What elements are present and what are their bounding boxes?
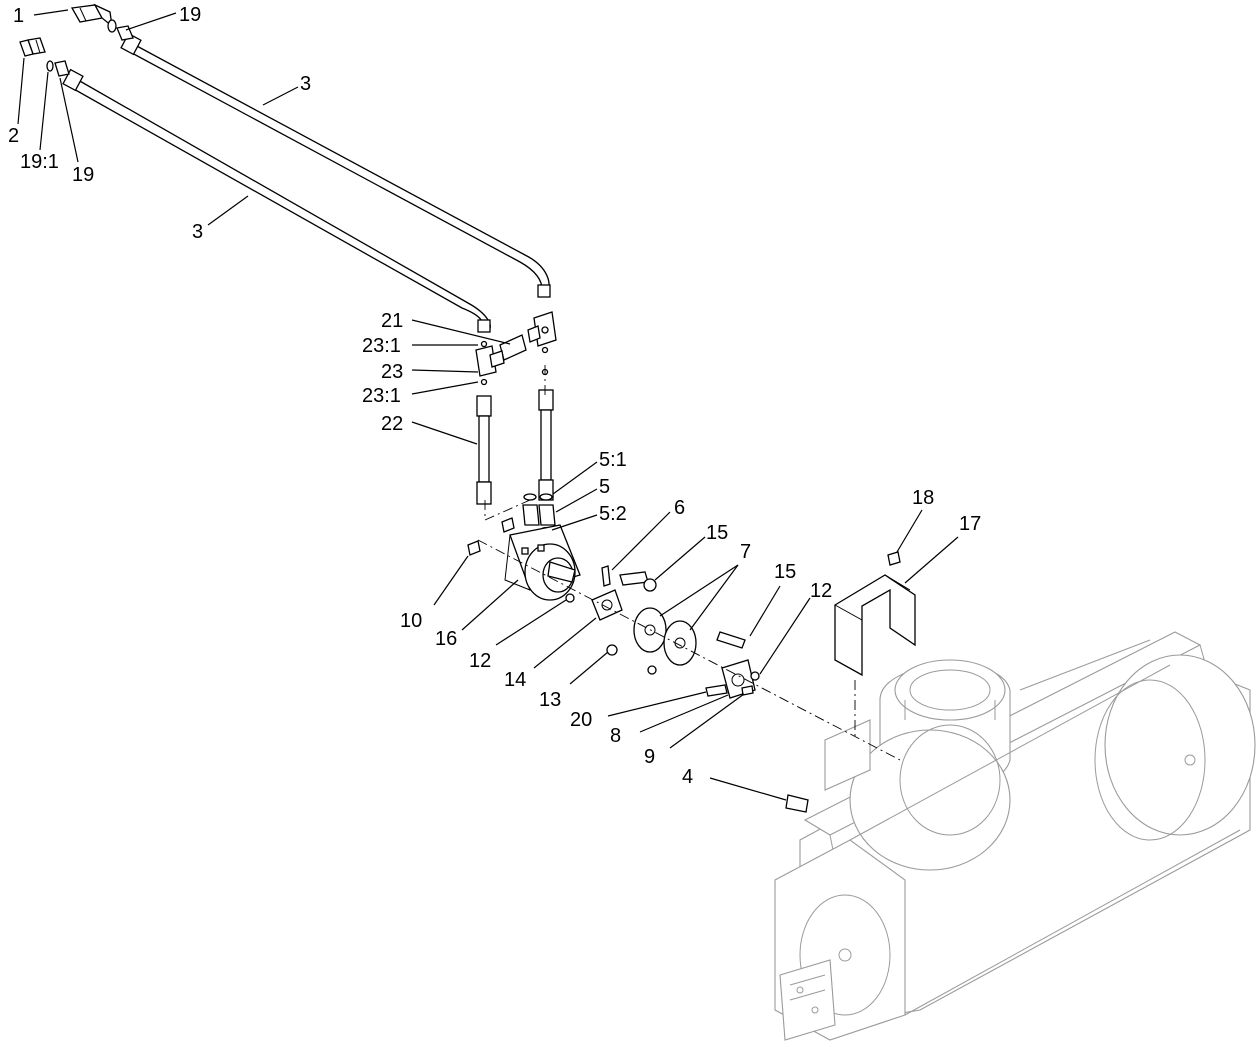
- callout-13: 13: [539, 689, 561, 711]
- fitting-5: [538, 504, 556, 526]
- callout-16: 16: [435, 628, 457, 650]
- nut-12: [565, 593, 575, 603]
- o-ring-23-1: [480, 340, 488, 348]
- callout-4: 4: [682, 766, 693, 788]
- callout-5-1: 5:1: [599, 449, 627, 471]
- callout-23-1: 23:1: [362, 385, 401, 407]
- callout-8: 8: [610, 725, 621, 747]
- callout-7: 7: [740, 541, 751, 563]
- callout-23: 23: [381, 361, 403, 383]
- callout-10: 10: [400, 610, 422, 632]
- callout-3: 3: [192, 221, 203, 243]
- leader-lines: [17, 9, 959, 801]
- callout-18: 18: [912, 487, 934, 509]
- callout-15: 15: [706, 522, 728, 544]
- callout-6: 6: [674, 497, 685, 519]
- nut-12: [750, 671, 760, 681]
- o-ring: [523, 493, 537, 501]
- pin-4: [785, 794, 809, 813]
- setscrew-9: [741, 685, 754, 696]
- quick-coupler-2: [19, 37, 46, 57]
- hydraulic-motor-16: [504, 524, 581, 601]
- adapter-21: [499, 334, 527, 361]
- quick-coupler-1: [70, 3, 113, 28]
- nut: [647, 665, 657, 675]
- short-hose-right: [538, 389, 554, 501]
- callout-14: 14: [504, 669, 526, 691]
- fitting-left: [522, 504, 540, 526]
- callout-12: 12: [810, 580, 832, 602]
- hydraulic-hose-lower: [62, 68, 491, 331]
- o-ring-19: [107, 19, 117, 33]
- callout-3: 3: [300, 73, 311, 95]
- o-ring-5-1: [539, 493, 553, 501]
- tee-fitting-23: [475, 345, 505, 377]
- coupling-half-7: [663, 620, 697, 666]
- snowblower-housing: [774, 631, 1256, 1041]
- gasket-14: [591, 589, 623, 621]
- bolt-13: [606, 644, 618, 656]
- callout-22: 22: [381, 413, 403, 435]
- callout-19-1: 19:1: [20, 151, 59, 173]
- callout-labels: 1 19 3 2 19:1 19 3 21 23:1 23 23:1 22 5:…: [8, 4, 981, 788]
- callout-12: 12: [469, 650, 491, 672]
- screw-18: [887, 551, 901, 566]
- callout-5-2: 5:2: [599, 503, 627, 525]
- callout-9: 9: [644, 746, 655, 768]
- bolt-15: [716, 631, 746, 649]
- callout-17: 17: [959, 513, 981, 535]
- callout-15: 15: [774, 561, 796, 583]
- nut: [501, 517, 515, 533]
- key-6: [601, 565, 611, 587]
- callout-20: 20: [570, 709, 592, 731]
- callout-19: 19: [72, 164, 94, 186]
- callout-19: 19: [179, 4, 201, 26]
- tee-fitting-right: [527, 311, 557, 347]
- callout-1: 1: [13, 5, 24, 27]
- shaft-guard-17: [834, 574, 916, 677]
- hydraulic-hose-upper: [120, 32, 550, 297]
- hose-end-fitting: [477, 319, 491, 333]
- o-ring-23-1: [480, 378, 488, 386]
- callout-5: 5: [599, 476, 610, 498]
- callout-23-1: 23:1: [362, 335, 401, 357]
- callout-2: 2: [8, 125, 19, 147]
- hose-end-fitting: [537, 284, 551, 298]
- bolt-20: [705, 684, 728, 697]
- nut-10: [467, 540, 481, 556]
- callout-21: 21: [381, 310, 403, 332]
- hose-fitting-19-left: [54, 60, 70, 77]
- o-ring: [541, 346, 549, 354]
- short-hose-22: [476, 395, 492, 505]
- assembly-centerline: [484, 499, 531, 521]
- o-ring-19-1: [46, 60, 54, 72]
- washer: [643, 578, 657, 592]
